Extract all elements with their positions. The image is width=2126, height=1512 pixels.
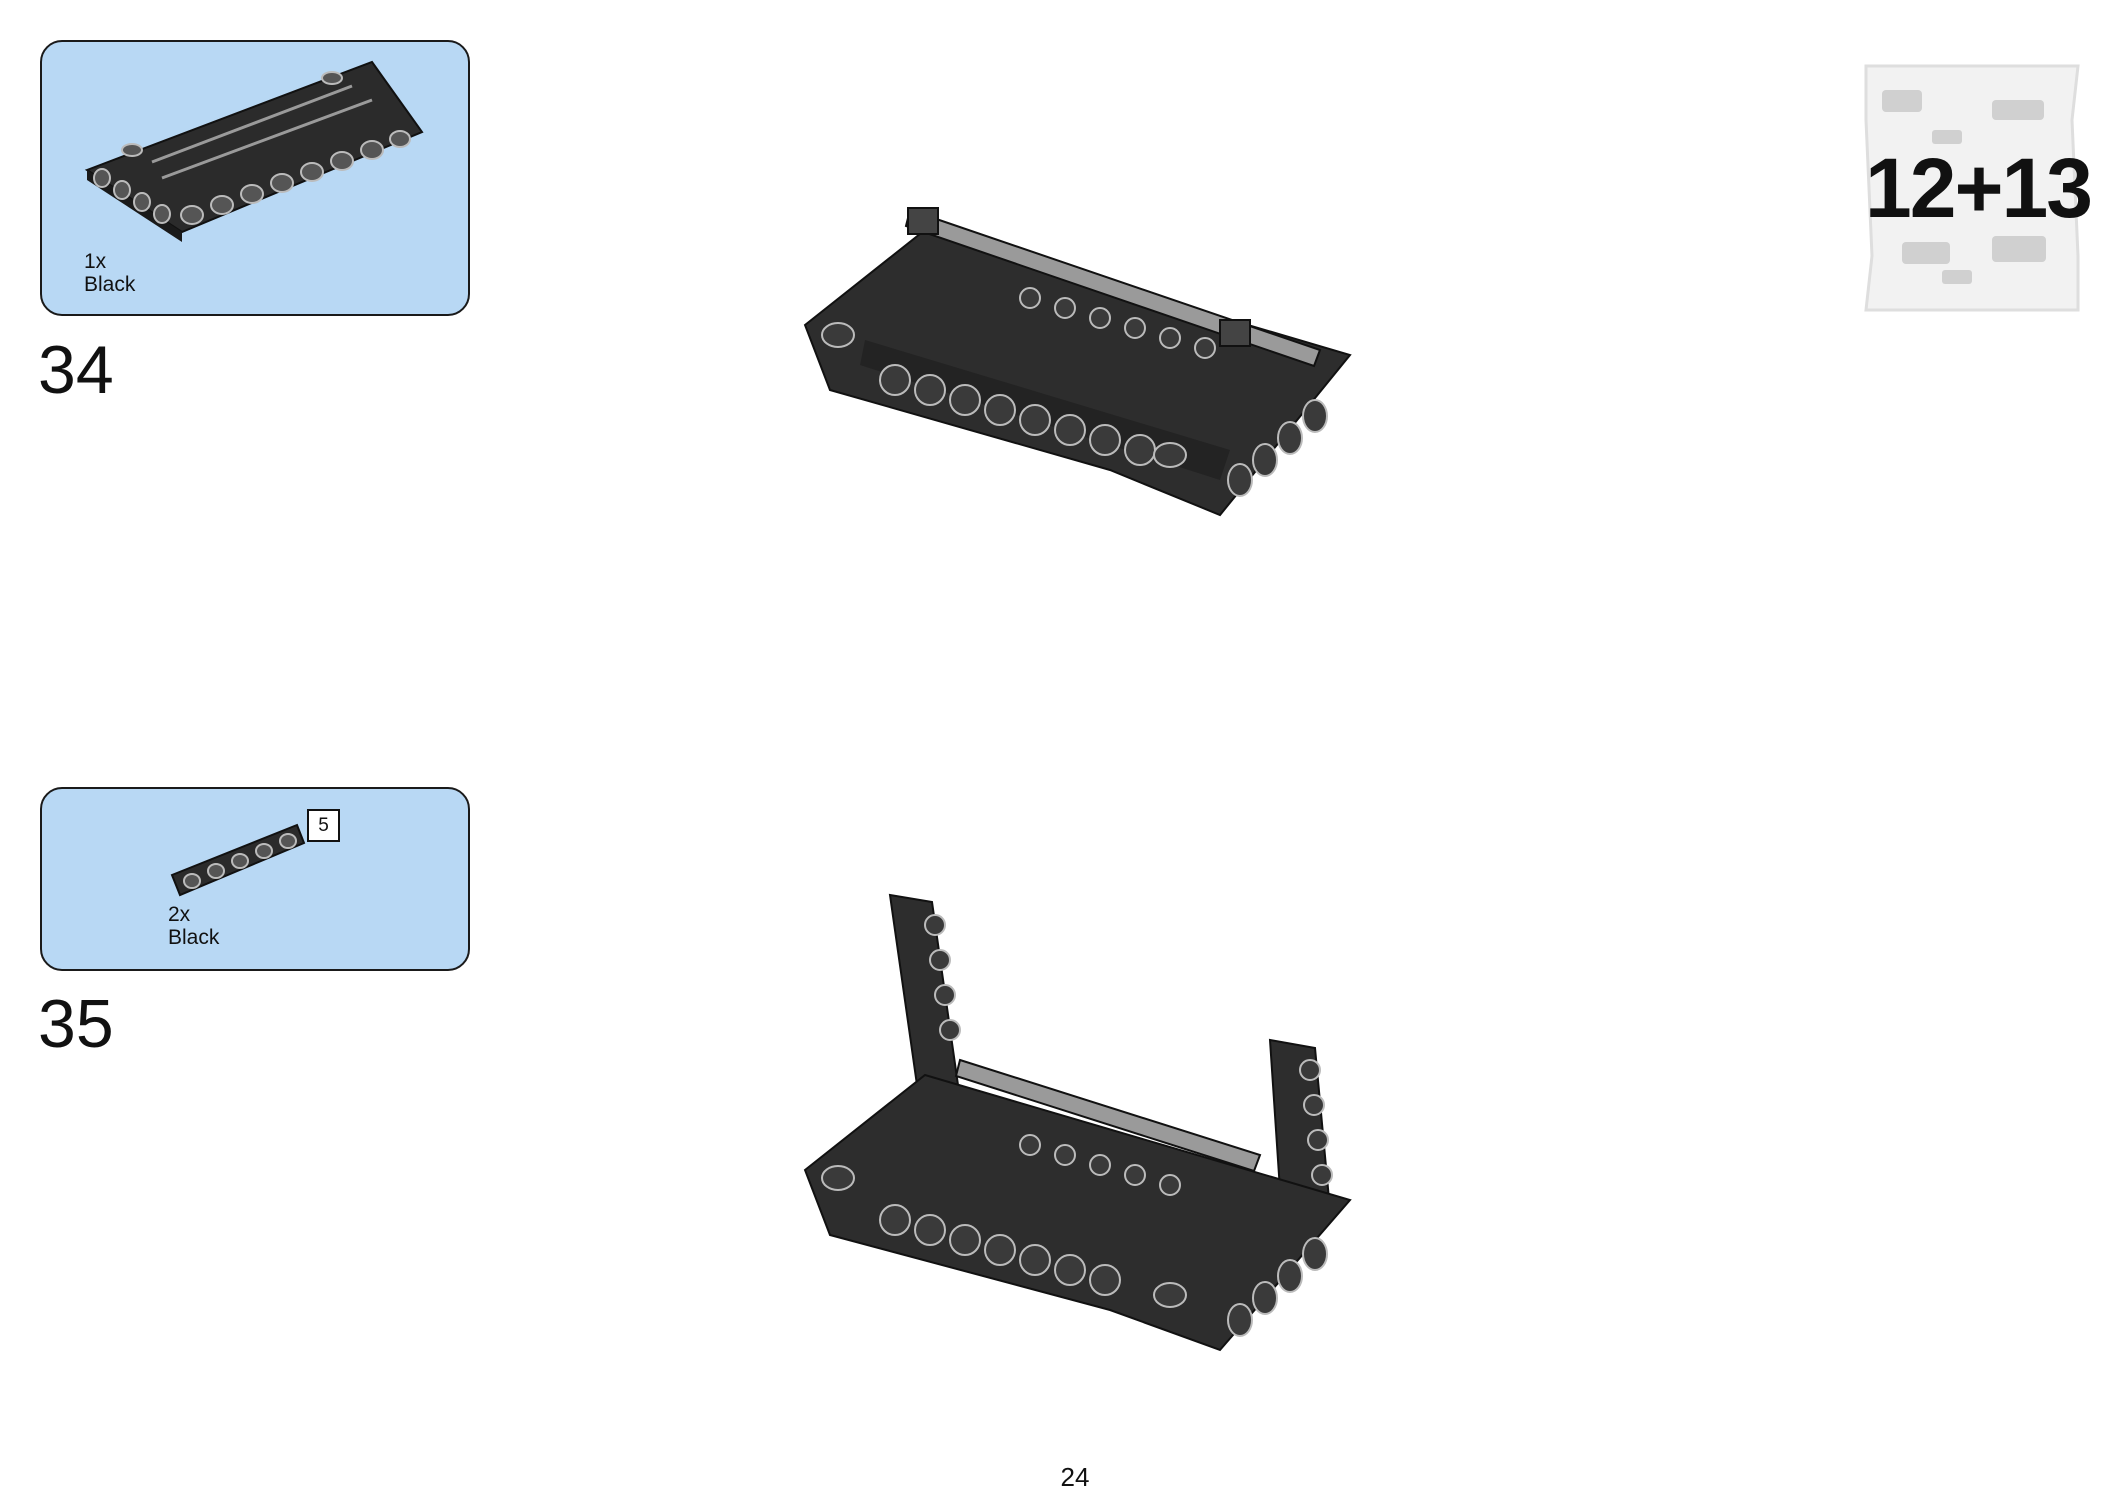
- parts-callout-step-35: 5 2x Black: [40, 787, 470, 971]
- technic-panel-part-image: [84, 60, 424, 242]
- step-35-model-illustration: [803, 893, 1352, 1352]
- bag-number-label: 12+13: [1865, 141, 2093, 235]
- step-number-35: 35: [38, 986, 114, 1062]
- step-34-model-illustration: [803, 207, 1352, 517]
- part-color: Black: [168, 926, 220, 949]
- part-quantity: 1x: [84, 250, 107, 273]
- parts-callout-step-34: 1x Black: [40, 40, 470, 316]
- beam-length-badge: 5: [307, 809, 340, 842]
- part-color: Black: [84, 273, 136, 296]
- step-number-34: 34: [38, 332, 114, 408]
- page-number: 24: [1060, 1462, 1090, 1492]
- part-quantity: 2x: [168, 903, 191, 926]
- bag-icon: [1864, 64, 2080, 312]
- technic-beam-part-image: [170, 823, 306, 897]
